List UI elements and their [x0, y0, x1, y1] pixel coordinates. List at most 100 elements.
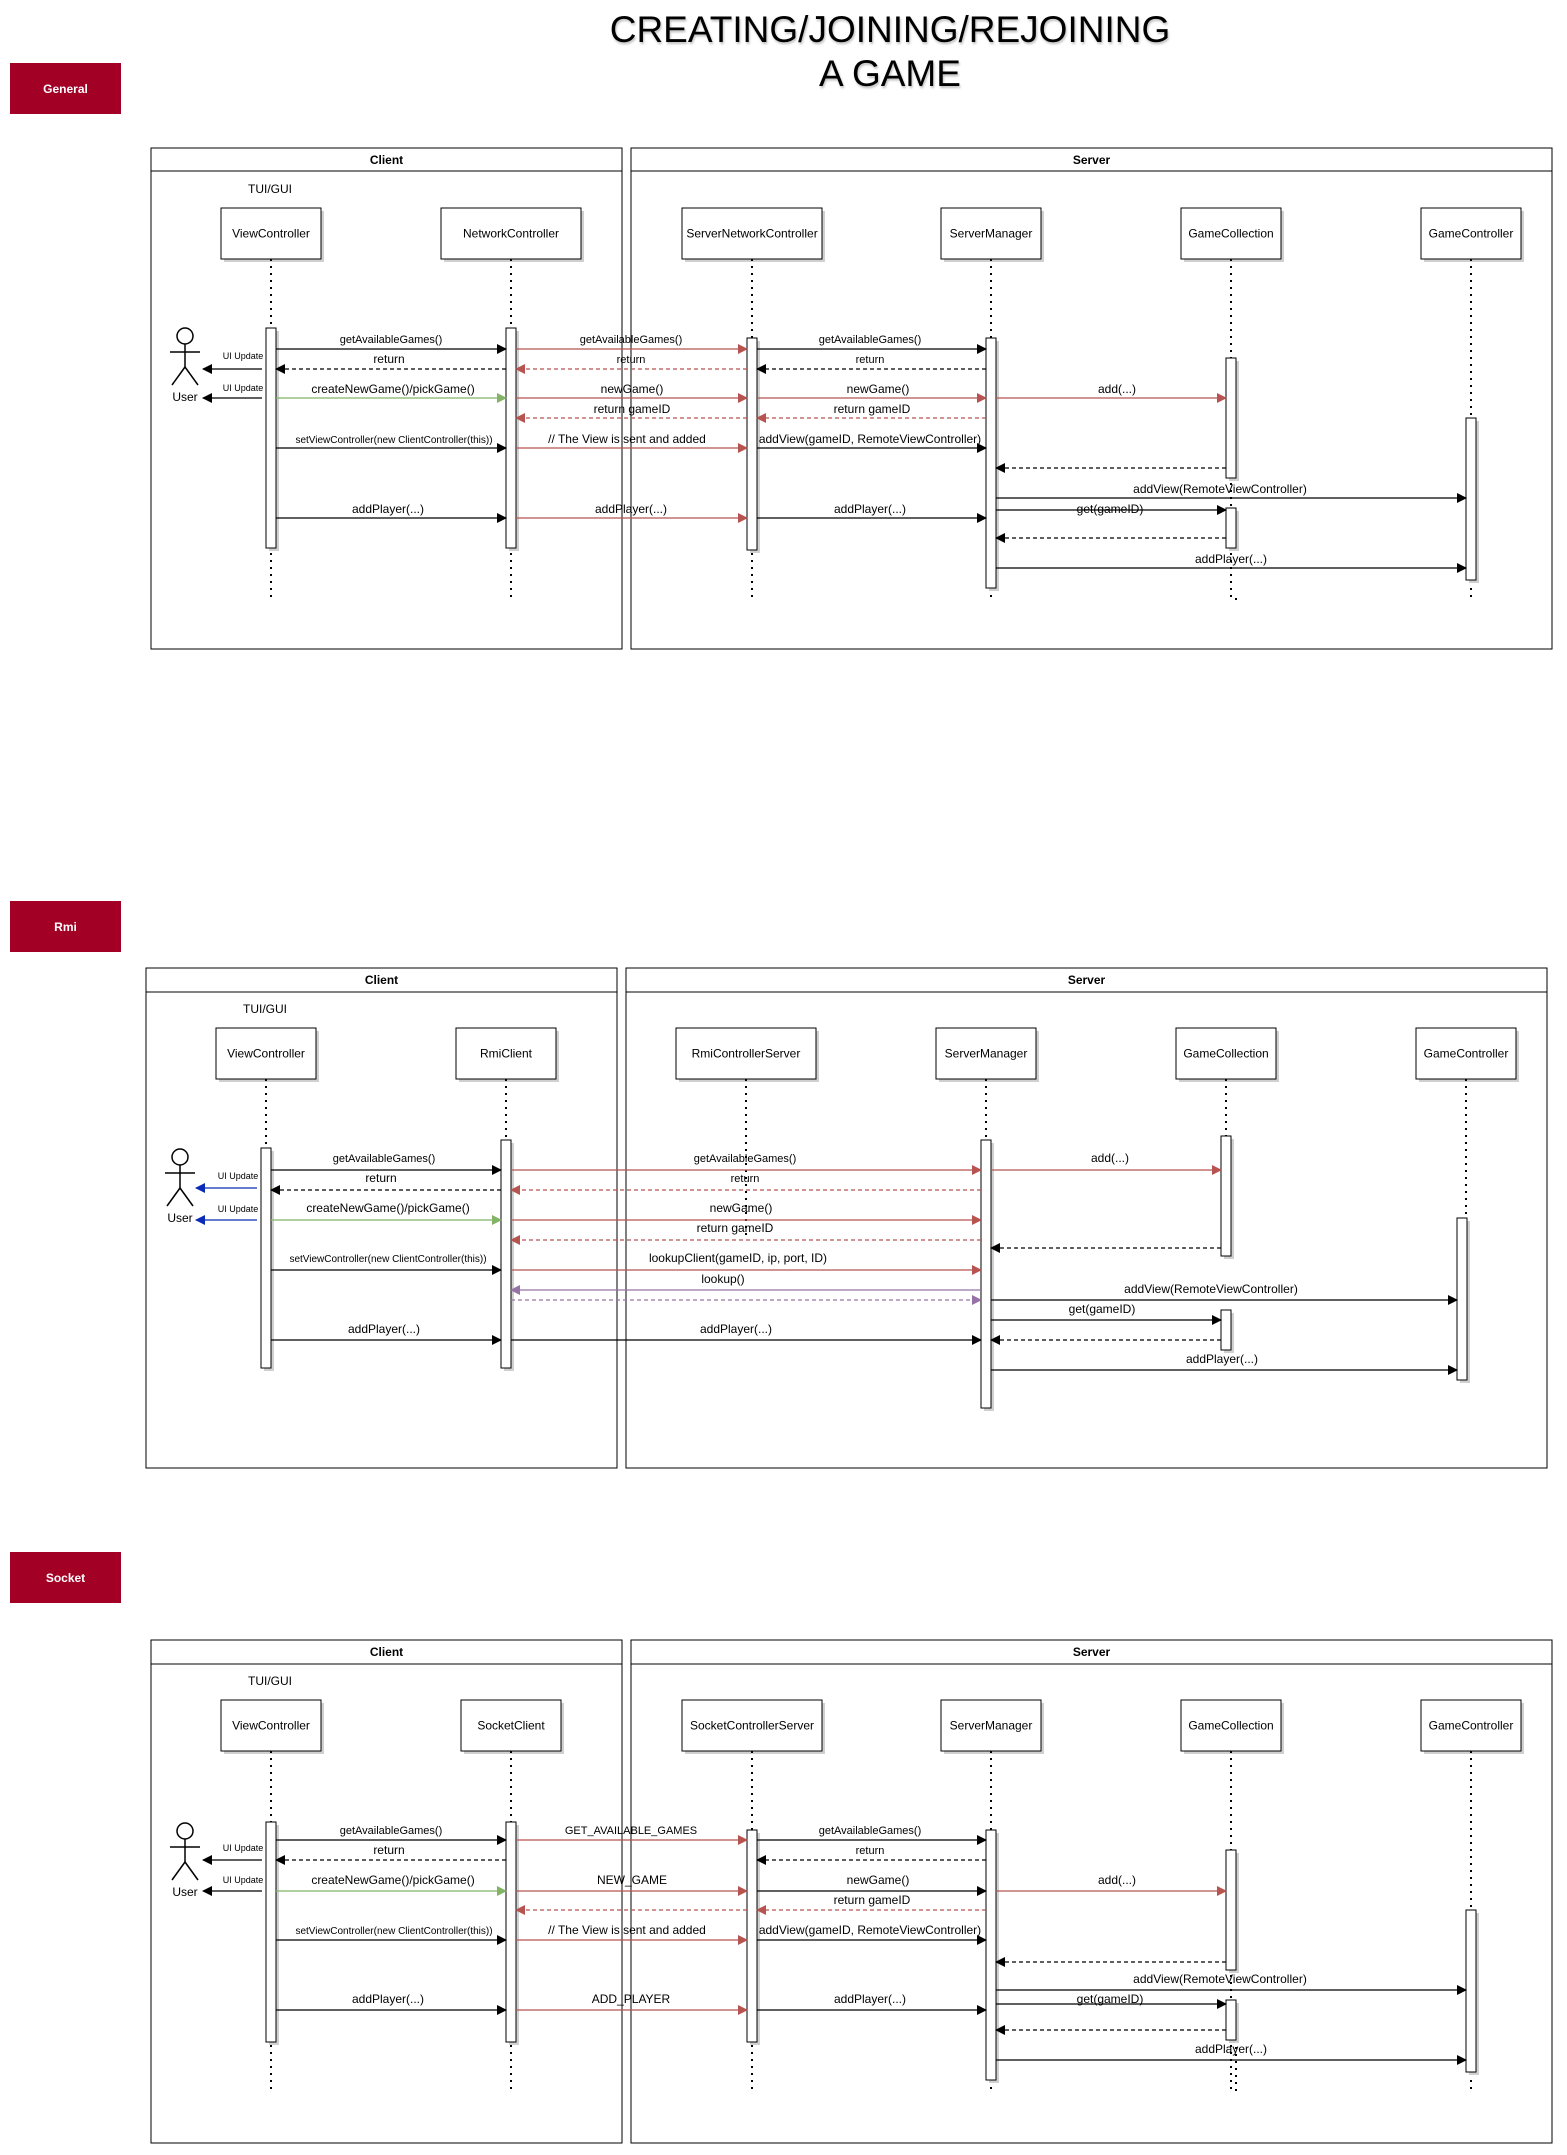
message-label: addPlayer(...) — [1195, 2042, 1267, 2056]
participant-label: ServerManager — [950, 1719, 1033, 1733]
message-label: newGame() — [601, 382, 664, 396]
message-label: getAvailableGames() — [819, 334, 922, 346]
participant-label: ServerManager — [945, 1047, 1028, 1061]
participant-box — [940, 207, 1042, 260]
activation-bar — [505, 1821, 517, 2043]
message-label: createNewGame()/pickGame() — [311, 1873, 474, 1887]
actor-leg-right — [179, 1187, 194, 1207]
message-label: return gameID — [697, 1221, 774, 1235]
activation-bar — [1225, 357, 1237, 479]
activation-bar — [1220, 1135, 1232, 1257]
activation-bar — [746, 1829, 758, 2043]
participant-label: ViewController — [227, 1047, 305, 1061]
message-label: addPlayer(...) — [595, 502, 667, 516]
message-label: return — [373, 1843, 404, 1857]
activation-bar — [260, 1147, 272, 1369]
message-label: NEW_GAME — [597, 1873, 667, 1887]
actor-head — [176, 1822, 194, 1840]
message-label: // The View is sent and added — [548, 432, 706, 446]
actor-leg-right — [184, 1861, 199, 1881]
participant-box — [1180, 1699, 1282, 1752]
participant-box — [681, 207, 823, 260]
actor-label: User — [167, 1211, 192, 1225]
message-label: getAvailableGames() — [333, 1153, 436, 1165]
participant-box — [460, 1699, 562, 1752]
participant-box — [940, 1699, 1042, 1752]
actor-leg-left — [171, 1861, 186, 1881]
user-actor — [165, 1148, 195, 1207]
message-label: return gameID — [594, 402, 671, 416]
message-label: addPlayer(...) — [700, 1322, 772, 1336]
message-label: newGame() — [847, 382, 910, 396]
message-label: UI Update — [223, 383, 264, 393]
message-label: GET_AVAILABLE_GAMES — [565, 1825, 697, 1837]
message-label: setViewController(new ClientController(t… — [295, 435, 492, 446]
participant-box — [675, 1027, 817, 1080]
message-label: UI Update — [223, 351, 264, 361]
message-label: createNewGame()/pickGame() — [311, 382, 474, 396]
client-frame — [145, 967, 618, 1469]
activation-bar — [1220, 1309, 1232, 1351]
message-label: get(gameID) — [1077, 1992, 1144, 2006]
message-label: return — [856, 1845, 885, 1857]
client-frame-label: Client — [370, 153, 403, 167]
message-label: newGame() — [710, 1201, 773, 1215]
tui-gui-label: TUI/GUI — [248, 182, 292, 196]
participant-label: RmiControllerServer — [692, 1047, 801, 1061]
message-label: add(...) — [1091, 1151, 1129, 1165]
participant-box — [1420, 1699, 1522, 1752]
message-label: createNewGame()/pickGame() — [306, 1201, 469, 1215]
activation-bar — [505, 327, 517, 549]
participant-label: GameController — [1429, 227, 1514, 241]
message-label: UI Update — [218, 1204, 259, 1214]
participant-label: RmiClient — [480, 1047, 533, 1061]
client-frame-label: Client — [370, 1645, 403, 1659]
participant-label: GameCollection — [1183, 1047, 1268, 1061]
activation-bar — [985, 1829, 997, 2081]
message-label: addView(RemoteViewController) — [1133, 482, 1307, 496]
participant-label: ServerNetworkController — [686, 227, 817, 241]
participant-label: GameController — [1424, 1047, 1509, 1061]
participant-box — [220, 1699, 322, 1752]
activation-bar — [1465, 417, 1477, 581]
activation-bar — [265, 1821, 277, 2043]
participant-box — [1415, 1027, 1517, 1080]
participant-label: SocketControllerServer — [690, 1719, 814, 1733]
message-label: setViewController(new ClientController(t… — [295, 1926, 492, 1937]
participant-label: GameController — [1429, 1719, 1514, 1733]
message-label: add(...) — [1098, 382, 1136, 396]
server-frame-label: Server — [1073, 153, 1111, 167]
participant-label: GameCollection — [1188, 1719, 1273, 1733]
server-frame-label: Server — [1073, 1645, 1111, 1659]
page-title: CREATING/JOINING/REJOINING A GAME — [560, 8, 1220, 96]
participant-label: ViewController — [232, 1719, 310, 1733]
message-label: get(gameID) — [1077, 502, 1144, 516]
title-line-1: CREATING/JOINING/REJOINING — [609, 9, 1171, 50]
activation-bar — [1225, 1849, 1237, 1971]
message-label: addPlayer(...) — [834, 502, 906, 516]
message-label: UI Update — [223, 1875, 264, 1885]
participant-label: SocketClient — [477, 1719, 545, 1733]
message-label: return gameID — [834, 402, 911, 416]
participant-box — [935, 1027, 1037, 1080]
actor-leg-right — [184, 366, 199, 386]
message-label: addView(gameID, RemoteViewController) — [759, 432, 981, 446]
message-label: ADD_PLAYER — [592, 1992, 671, 2006]
title-line-2: A GAME — [819, 53, 961, 94]
section-tag-general: General — [10, 63, 121, 114]
message-label: // The View is sent and added — [548, 1923, 706, 1937]
user-actor — [170, 327, 200, 386]
message-label: addPlayer(...) — [1186, 1352, 1258, 1366]
activation-bar — [265, 327, 277, 549]
message-label: addView(RemoteViewController) — [1124, 1282, 1298, 1296]
message-label: getAvailableGames() — [580, 334, 683, 346]
activation-bar — [1465, 1909, 1477, 2073]
message-label: return — [617, 354, 646, 366]
activation-bar — [500, 1139, 512, 1369]
participant-label: ServerManager — [950, 227, 1033, 241]
section-tag-socket: Socket — [10, 1552, 121, 1603]
message-label: UI Update — [218, 1171, 259, 1181]
message-label: setViewController(new ClientController(t… — [289, 1254, 486, 1265]
participant-box — [1420, 207, 1522, 260]
